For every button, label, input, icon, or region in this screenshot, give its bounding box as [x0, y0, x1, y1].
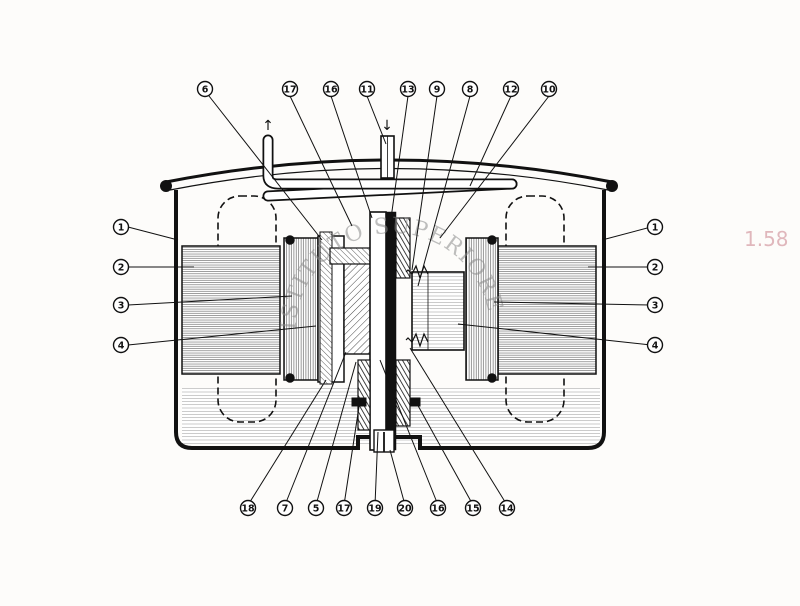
callout-4-right: 4	[646, 336, 664, 354]
callout-11: 11	[358, 80, 376, 98]
callout-number: 5	[313, 504, 320, 515]
callout-number: 8	[467, 85, 474, 96]
callout-number: 1	[652, 223, 659, 234]
rotor-assembly	[329, 211, 465, 453]
callout-20: 20	[396, 499, 414, 517]
callout-2-left: 2	[112, 258, 130, 276]
callouts-left: 1 2 3 4	[112, 218, 130, 354]
callout-16-bottom: 16	[429, 499, 447, 517]
lid-knob-right	[606, 180, 618, 192]
callout-number: 3	[652, 301, 659, 312]
callout-17-bottom: 17	[335, 499, 353, 517]
callout-number: 12	[504, 85, 517, 96]
callout-number: 17	[337, 504, 350, 515]
callout-7: 7	[276, 499, 294, 517]
callouts-bottom: 18 7 5 17 19 20 16 15 14	[239, 499, 516, 517]
callout-14: 14	[498, 499, 516, 517]
pole-piece-right	[465, 237, 499, 381]
callout-1-right: 1	[646, 218, 664, 236]
callout-3-right: 3	[646, 296, 664, 314]
callout-19: 19	[366, 499, 384, 517]
outer-magnet-right	[497, 245, 597, 375]
callout-number: 13	[401, 85, 414, 96]
callout-number: 16	[431, 504, 445, 515]
callout-18: 18	[239, 499, 257, 517]
callout-1-left: 1	[112, 218, 130, 236]
flow-arrows: ↑ ↓	[262, 118, 393, 134]
sample-cell	[411, 271, 465, 351]
callout-number: 11	[360, 85, 373, 96]
callout-4-left: 4	[112, 336, 130, 354]
central-shaft	[369, 211, 387, 451]
callout-number: 15	[466, 504, 479, 515]
callout-17-top: 17	[281, 80, 299, 98]
callout-number: 6	[202, 85, 209, 96]
lid-knob-left	[160, 180, 172, 192]
callout-16-top: 16	[322, 80, 340, 98]
callout-10: 10	[540, 80, 558, 98]
flow-mark-right: ↓	[381, 118, 393, 134]
callout-number: 1	[118, 223, 125, 234]
leader-lines	[127, 95, 652, 506]
cooling-loops	[217, 195, 565, 423]
outer-magnet-left	[181, 245, 281, 375]
callout-number: 7	[282, 504, 289, 515]
callout-number: 4	[118, 341, 125, 352]
callout-number: 3	[118, 301, 125, 312]
callout-8: 8	[461, 80, 479, 98]
callout-9: 9	[428, 80, 446, 98]
stamp-text: 1.58	[744, 227, 789, 251]
flow-mark-left: ↑	[262, 118, 274, 134]
callout-5: 5	[307, 499, 325, 517]
callout-number: 10	[542, 85, 556, 96]
callout-number: 16	[324, 85, 338, 96]
callout-number: 20	[398, 504, 412, 515]
coolant-pipes	[262, 134, 518, 202]
callout-number: 2	[118, 263, 125, 274]
callouts-top: 6 17 16 11 13 9 8 12 10	[196, 80, 558, 98]
callout-number: 2	[652, 263, 659, 274]
callout-12: 12	[502, 80, 520, 98]
callout-number: 9	[434, 85, 441, 96]
callout-13: 13	[399, 80, 417, 98]
callout-number: 4	[652, 341, 659, 352]
callouts-right: 1 2 3 4	[646, 218, 664, 354]
callout-2-right: 2	[646, 258, 664, 276]
callout-6: 6	[196, 80, 214, 98]
callout-number: 18	[241, 504, 255, 515]
callout-3-left: 3	[112, 296, 130, 314]
callout-number: 19	[368, 504, 381, 515]
callout-number: 14	[500, 504, 514, 515]
callout-15: 15	[464, 499, 482, 517]
callout-number: 17	[283, 85, 296, 96]
magnet-assembly	[181, 231, 597, 385]
